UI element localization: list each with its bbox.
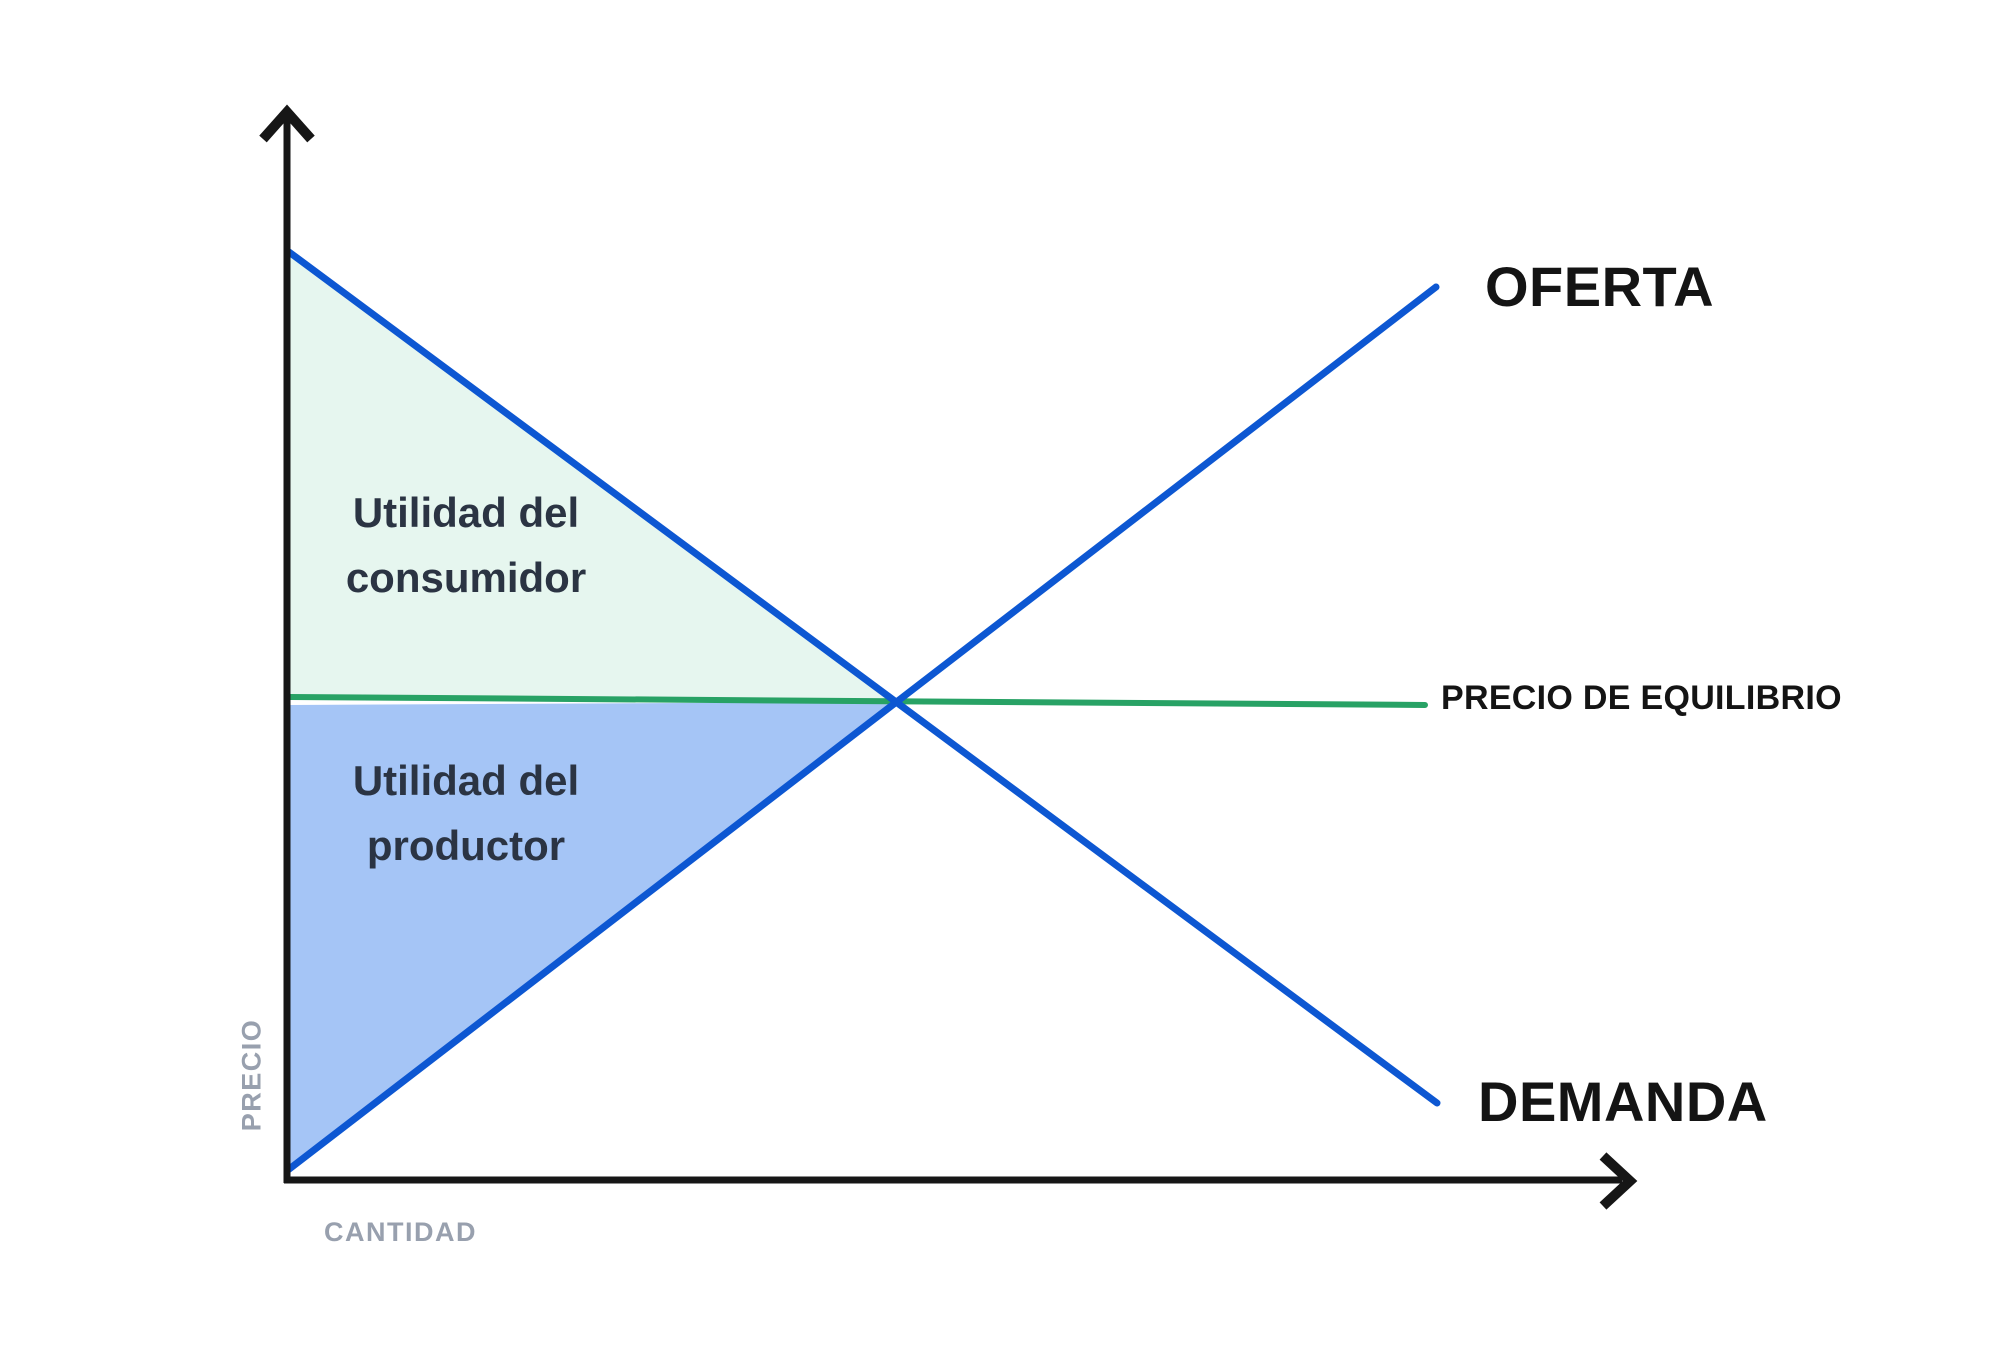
producer-surplus-label: Utilidad del productor xyxy=(352,757,580,869)
supply-curve-label: OFERTA xyxy=(1485,255,1715,318)
consumer-surplus-label: Utilidad del consumidor xyxy=(345,489,587,601)
demand-curve xyxy=(285,248,1441,1107)
equilibrium-price-line xyxy=(287,694,1428,708)
demand-curve-label: DEMANDA xyxy=(1478,1070,1768,1133)
equilibrium-price-label: PRECIO DE EQUILIBRIO xyxy=(1441,679,1842,717)
x-axis-arrowhead-icon xyxy=(1599,1152,1638,1210)
supply-curve xyxy=(284,283,1440,1174)
y-axis-label: PRECIO xyxy=(236,1018,267,1132)
y-axis-arrowhead-icon xyxy=(259,104,315,143)
x-axis-label: CANTIDAD xyxy=(324,1217,477,1247)
